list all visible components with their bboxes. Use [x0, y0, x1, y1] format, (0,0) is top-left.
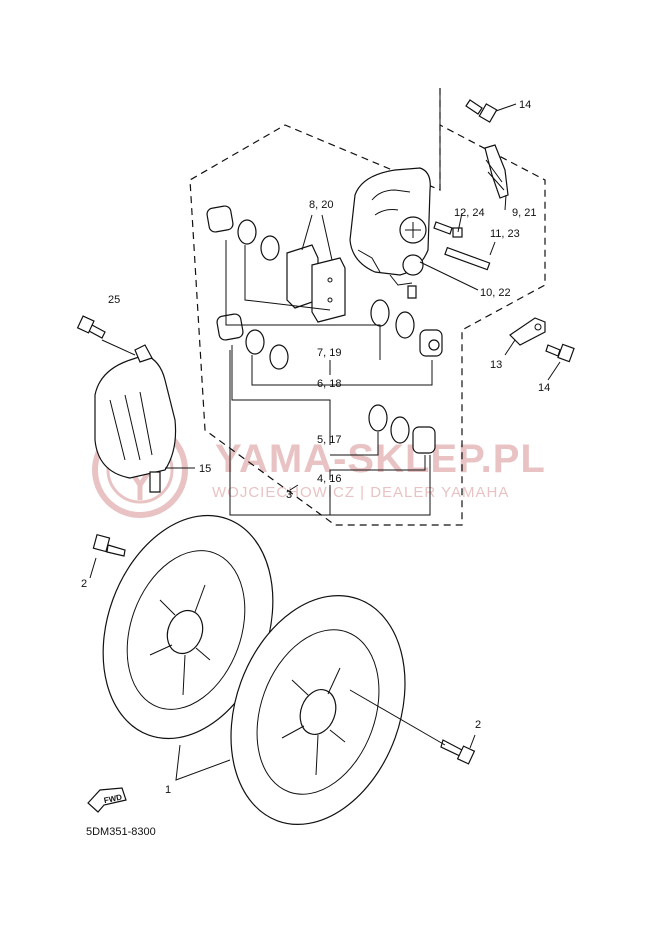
brake-disc-front [102, 514, 274, 740]
callout-2-lower: 2 [475, 719, 481, 731]
callout-10-22: 10, 22 [480, 287, 511, 299]
callout-5-17: 5, 17 [317, 434, 341, 446]
caliper-assembly-boundary [189, 88, 546, 526]
watermark: YAMA-SKLEP.PL WOJCIECHOWICZ | DEALER YAM… [92, 422, 546, 518]
watermark-title: YAMA-SKLEP.PL [215, 437, 546, 481]
callout-6-18: 6, 18 [317, 378, 341, 390]
callout-1: 1 [165, 784, 171, 796]
callout-12-24: 12, 24 [454, 207, 485, 219]
mount-bracket [509, 317, 546, 346]
callout-9-21: 9, 21 [512, 207, 536, 219]
callout-13: 13 [490, 359, 502, 371]
callout-25: 25 [108, 294, 120, 306]
callout-14-lower: 14 [538, 382, 550, 394]
callout-4-16: 4, 16 [317, 473, 341, 485]
pistons-lower [216, 313, 436, 454]
caliper-left [94, 344, 177, 493]
pad-pin [444, 246, 491, 271]
fwd-label: FWD [103, 793, 123, 806]
pistons-upper [206, 205, 443, 357]
bleed-screw [433, 221, 463, 238]
callout-11-23: 11, 23 [490, 228, 520, 240]
disc-bolt-lower [440, 739, 476, 765]
bolt-14-lower [545, 343, 575, 363]
forward-arrow-icon: FWD [87, 787, 127, 813]
leader-lines [89, 88, 561, 781]
callout-3: 3 [286, 489, 292, 501]
brake-disc-rear [230, 595, 406, 825]
callout-14-upper: 14 [519, 99, 531, 111]
brake-pads [286, 244, 346, 323]
callout-8-20: 8, 20 [309, 199, 333, 211]
diagram-code: 5DM351-8300 [86, 826, 156, 838]
watermark-subtitle: WOJCIECHOWICZ | DEALER YAMAHA [212, 484, 509, 501]
bolt-14-upper [465, 99, 498, 123]
callout-2-upper: 2 [81, 578, 87, 590]
bolt-25 [76, 315, 106, 339]
caliper-upper [349, 167, 431, 299]
callout-labels: 14 8, 20 9, 21 12, 24 11, 23 10, 22 25 7… [81, 99, 550, 838]
callout-7-19: 7, 19 [317, 347, 341, 359]
disc-bolt-upper [92, 533, 126, 557]
pad-spring [484, 144, 509, 199]
callout-15: 15 [199, 463, 211, 475]
